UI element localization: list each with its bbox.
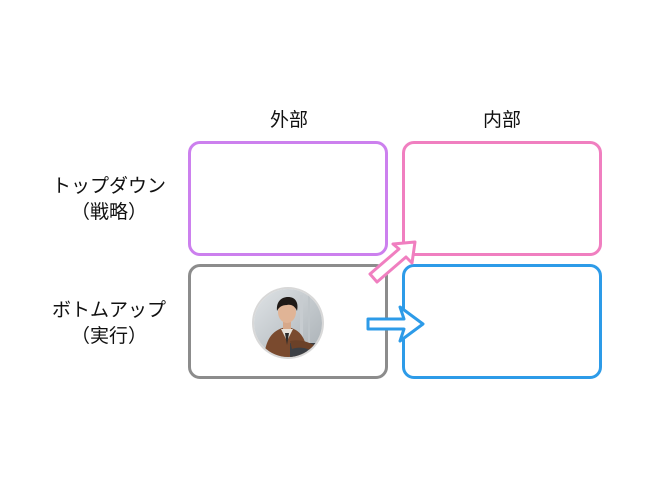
person-photo-avatar — [254, 289, 322, 357]
row-header-bottom-up: ボトムアップ （実行） — [29, 297, 189, 349]
cell-top-down-external — [188, 141, 388, 256]
row-header-top-down-line2: （戦略） — [70, 201, 147, 223]
row-header-bottom-up-line1: ボトムアップ — [51, 299, 166, 321]
diagonal-arrow-icon — [368, 240, 417, 284]
cell-top-down-internal — [402, 141, 602, 256]
person-photo-icon — [254, 289, 322, 357]
row-header-top-down-line1: トップダウン — [51, 175, 166, 197]
row-header-bottom-up-line2: （実行） — [70, 325, 147, 347]
row-header-top-down: トップダウン （戦略） — [29, 173, 189, 225]
column-header-internal: 内部 — [482, 109, 521, 131]
horizontal-arrow-icon — [366, 305, 425, 343]
column-header-external: 外部 — [269, 109, 308, 131]
cell-bottom-up-internal — [402, 264, 602, 379]
